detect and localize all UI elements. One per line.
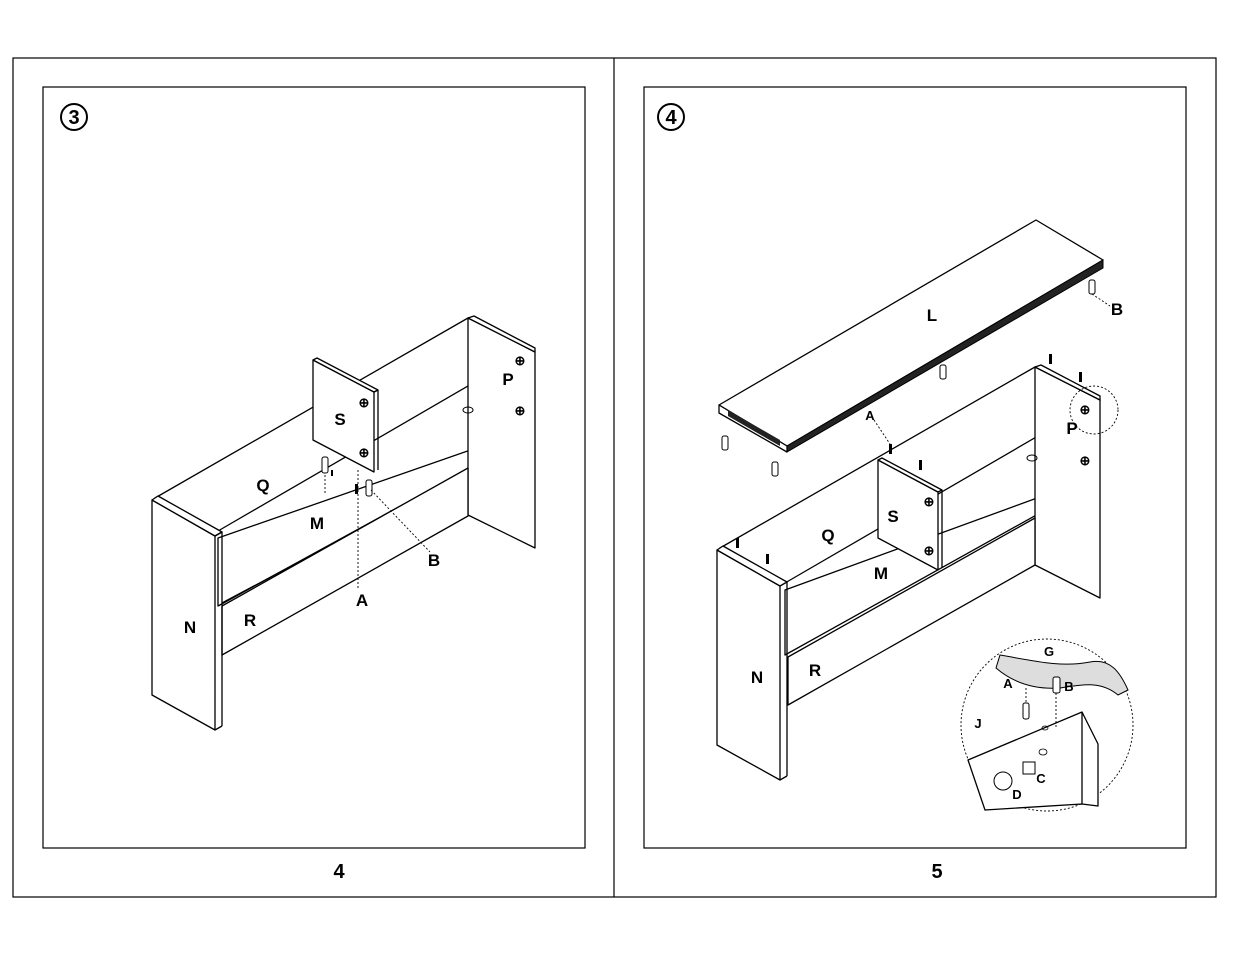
label-m: M <box>874 564 888 583</box>
step-circle-icon <box>60 103 88 131</box>
step-3-frame <box>42 86 586 849</box>
page-number: 5 <box>931 861 942 883</box>
panel-p-edge <box>467 315 536 353</box>
step-3-badge: 3 <box>60 103 88 131</box>
cam-lock-icon: ⊕ <box>515 353 526 368</box>
label-a: A <box>865 408 875 423</box>
dowel-icon <box>889 444 892 454</box>
label-b: B <box>428 551 440 570</box>
detail-label-a: A <box>1003 676 1013 691</box>
label-b: B <box>1111 300 1123 319</box>
label-p: P <box>1066 419 1077 438</box>
hutch-drawing-step-3: ⊕ ⊕ ⊕ ⊕ <box>151 315 536 731</box>
label-q: Q <box>256 476 269 495</box>
hole-icon <box>1026 454 1038 462</box>
cam-c-icon <box>1022 761 1036 775</box>
panel-n <box>716 549 781 781</box>
dowel-icon <box>766 554 769 564</box>
cam-lock-icon: ⊕ <box>515 403 526 418</box>
dowel-icon <box>1049 354 1052 364</box>
panel-l-drawing <box>718 219 1111 477</box>
cam-lock-icon: ⊕ <box>359 395 370 410</box>
detail-callout <box>1069 385 1119 435</box>
hole-icon <box>462 406 474 414</box>
panel-r <box>787 517 1036 706</box>
hole-icon <box>1041 725 1049 731</box>
dowel-icon <box>736 538 739 548</box>
hole-icon <box>1038 748 1048 756</box>
dowel-icon <box>1079 372 1082 382</box>
step-4-panel: 4 ⊕ <box>643 86 1187 883</box>
bolt-icon <box>365 479 373 497</box>
bolt-icon <box>771 461 779 477</box>
page-number: 4 <box>333 861 345 883</box>
label-r: R <box>244 611 256 630</box>
label-s: S <box>334 410 345 429</box>
panel-p-edge <box>1034 364 1101 401</box>
label-n: N <box>751 668 763 687</box>
cap-d-icon <box>993 771 1013 791</box>
step-circle-icon <box>657 103 685 131</box>
panel-l-side-edge <box>728 410 780 446</box>
guide-a <box>873 419 891 445</box>
n-edge <box>214 531 223 537</box>
step-3-panel: 3 ⊕ ⊕ <box>42 86 586 883</box>
cam-lock-icon: ⊕ <box>359 445 370 460</box>
cam-lock-icon: ⊕ <box>1080 402 1091 417</box>
detail-label-c: C <box>1036 771 1046 786</box>
panel-g-hatch <box>995 654 1129 696</box>
dowel-icon <box>331 470 333 476</box>
label-s: S <box>887 507 898 526</box>
detail-label-b: B <box>1064 679 1073 694</box>
bolt-icon <box>939 364 947 380</box>
label-r: R <box>809 661 821 680</box>
cam-lock-icon: ⊕ <box>924 543 935 558</box>
magnified-detail <box>960 638 1134 812</box>
n-bottom <box>779 775 788 781</box>
bolt-icon <box>721 435 729 451</box>
dowel-icon <box>919 460 922 470</box>
step-4-badge: 4 <box>657 103 685 131</box>
dowel-a-icon <box>1022 702 1030 720</box>
panel-n <box>151 499 216 731</box>
step-4-frame <box>643 86 1187 849</box>
bolt-icon <box>321 456 329 474</box>
label-p: P <box>502 370 513 389</box>
detail-label-d: D <box>1012 787 1021 802</box>
bolt-icon <box>1088 279 1096 295</box>
bolt-b-icon <box>1052 676 1061 694</box>
label-m: M <box>310 514 324 533</box>
label-n: N <box>184 618 196 637</box>
detail-label-j: J <box>974 716 981 731</box>
detail-label-g: G <box>1044 644 1054 659</box>
cam-lock-icon: ⊕ <box>1080 453 1091 468</box>
step-number: 4 <box>665 107 677 129</box>
dowel-icon <box>355 484 358 494</box>
guide-b <box>1091 293 1111 307</box>
n-bottom <box>214 725 223 731</box>
cam-lock-icon: ⊕ <box>924 494 935 509</box>
label-q: Q <box>821 526 834 545</box>
label-l: L <box>927 306 937 325</box>
panel-l-edge <box>786 259 1104 453</box>
s-edge <box>373 389 379 393</box>
step-number: 3 <box>68 107 79 129</box>
label-a: A <box>356 591 368 610</box>
hutch-drawing-step-4: ⊕ ⊕ ⊕ ⊕ <box>716 354 1119 781</box>
